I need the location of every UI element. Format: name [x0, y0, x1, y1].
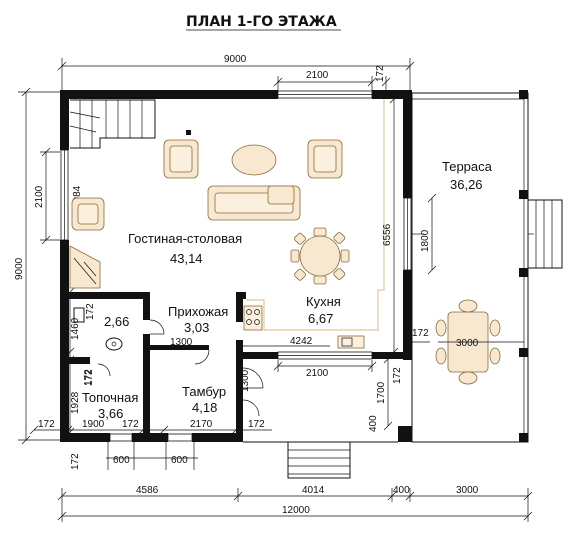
dim-inner-172h: 172: [412, 328, 429, 339]
dim-window-600b: 600: [171, 455, 188, 466]
exterior-walls: [60, 90, 412, 442]
room-kitchen-name: Кухня: [306, 294, 341, 309]
dim-bottom-total: 12000: [282, 505, 310, 516]
dim-bottom-4014: 4014: [302, 485, 325, 496]
dim-terrace-3000: 3000: [456, 338, 479, 349]
room-kitchen-area: 6,67: [308, 311, 333, 326]
dim-inner-2100: 2100: [306, 368, 329, 379]
dim-bottom-3000: 3000: [456, 485, 479, 496]
dim-left-boiler-b: 172: [84, 369, 95, 386]
dim-left-wall-bottom: 172: [70, 453, 81, 470]
room-hall-area: 3,03: [184, 320, 209, 335]
dim-window-600a: 600: [113, 455, 130, 466]
dim-bottom-172b: 172: [248, 419, 265, 430]
dim-left-total: 9000: [14, 257, 25, 280]
dim-inner-1300: 1300: [170, 337, 193, 348]
dim-inner-400: 400: [368, 415, 379, 432]
kitchen-counter: [243, 99, 385, 349]
room-terrace-area: 36,26: [450, 177, 483, 192]
dim-bottom-left-wall: 172: [38, 419, 55, 430]
dim-inner-1700: 1700: [376, 381, 387, 404]
dim-bottom-4586: 4586: [136, 485, 159, 496]
dim-inner-172v: 172: [83, 369, 94, 386]
doors: [97, 319, 264, 417]
dim-right-172v: 172: [392, 367, 403, 384]
room-vestibule-area: 4,18: [192, 400, 217, 415]
room-living-area: 43,14: [170, 251, 203, 266]
living-furniture: [69, 139, 343, 289]
dim-inner-1300v: 1300: [240, 369, 251, 392]
room-hall-name: Прихожая: [168, 304, 228, 319]
room-boiler-name: Топочная: [82, 390, 138, 405]
dim-bottom-172: 172: [122, 419, 139, 430]
dim-bottom-400: 400: [393, 485, 410, 496]
dim-bottom-2170: 2170: [190, 419, 213, 430]
dim-inner-4242: 4242: [290, 336, 313, 347]
room-wc-area: 2,66: [104, 314, 129, 329]
dim-left-boiler: 1928: [70, 391, 81, 414]
interior-walls: [60, 292, 412, 442]
room-vestibule-name: Тамбур: [182, 384, 226, 399]
terrace-outline: [411, 90, 563, 443]
room-terrace-name: Терраса: [442, 159, 493, 174]
top-dimension-lines: [57, 58, 415, 94]
dim-left-wc-b: 172: [85, 303, 96, 320]
dim-top-window: 2100: [306, 70, 329, 81]
entrance-steps: [243, 441, 398, 479]
dim-top-right-wall: 172: [375, 65, 386, 82]
dining-table: [290, 227, 350, 285]
bottom-dimension-lines: [29, 425, 533, 522]
dim-top-total: 9000: [224, 54, 247, 65]
room-boiler-area: 3,66: [98, 406, 123, 421]
wc-fixtures: [73, 307, 123, 351]
plan-title: ПЛАН 1-ГО ЭТАЖА: [186, 14, 337, 30]
dim-left-window: 2100: [34, 185, 45, 208]
interior-dimension-lines: [150, 94, 524, 431]
dim-bottom-1900: 1900: [82, 419, 105, 430]
room-living-name: Гостиная-столовая: [128, 231, 242, 246]
staircase: [69, 99, 191, 149]
dim-left-wc-a: 1460: [70, 317, 81, 340]
dim-right-1800: 1800: [420, 229, 431, 252]
dim-right-6556: 6556: [382, 223, 393, 246]
dim-left-inner: 4984: [72, 185, 83, 208]
